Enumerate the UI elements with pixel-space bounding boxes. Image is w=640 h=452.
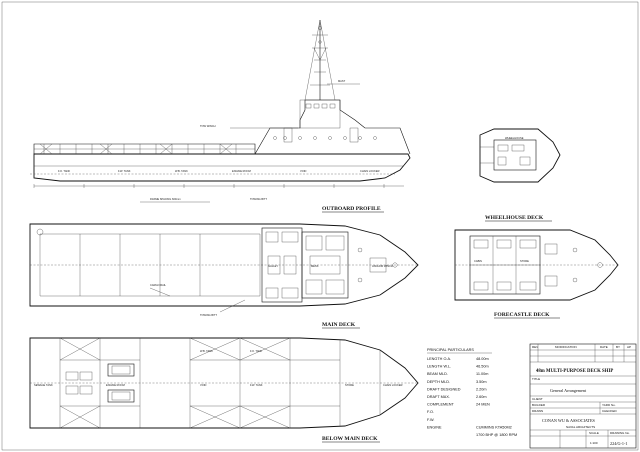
drawing-no-value: 224/G-1-1 xyxy=(610,441,627,446)
outboard-profile-title: OUTBOARD PROFILE xyxy=(322,206,381,212)
pp-row-label: DEPTH MLD. xyxy=(427,380,450,384)
main-deck-plan: MESS GALLEY ANCHOR WINCH CARGO RAIL TOWI… xyxy=(29,223,419,329)
frame-spacing-note: FRAME SPACING 600mm xyxy=(150,197,181,201)
below-main-deck-title: BELOW MAIN DECK xyxy=(322,436,378,442)
pp-row-value: 46.50m xyxy=(476,365,489,369)
pp-row-label: F.W. xyxy=(427,418,434,422)
main-deck-galley-label: GALLEY xyxy=(268,264,278,268)
below-void-label: VOID xyxy=(200,383,206,387)
yard-no-label: YARD No. xyxy=(602,403,616,407)
engine-room-label: ENGINE ROOM xyxy=(106,383,125,387)
pp-row-value: 48.00m xyxy=(476,357,489,361)
pp-row-label: BEAM MLD. xyxy=(427,372,448,376)
profile-chain-locker-label: CHAIN LOCKER xyxy=(360,169,380,173)
pp-heading: PRINCIPAL PARTICULARS xyxy=(427,348,474,352)
wheelhouse-deck: WHEELHOUSE WHEELHOUSE DECK xyxy=(479,128,561,222)
forecastle-cabin-label: CABIN xyxy=(474,259,482,263)
forecastle-store-label: STORE xyxy=(520,259,529,263)
profile-fw-tank-label: F.W. TANK xyxy=(118,169,131,173)
profile-wb-tank-label: W.B. TANK xyxy=(175,169,188,173)
firm-sub: NAVAL ARCHITECTS xyxy=(566,425,595,429)
mast-note: MAST xyxy=(338,79,346,83)
drawing-no-label: DRAWING No. xyxy=(610,431,630,435)
scale-label: SCALE xyxy=(589,431,599,435)
below-store-label: STORE xyxy=(345,383,354,387)
main-deck-winch-label: ANCHOR WINCH xyxy=(372,264,393,268)
below-wb-tank-label: W.B. TANK xyxy=(200,349,213,353)
builder-label: BUILDER xyxy=(532,403,546,407)
rev-col-by: BY xyxy=(616,345,620,349)
profile-fo-tank-label: F.O. TANK xyxy=(58,169,70,173)
pp-row-value: CUMMINS KTA50M2 xyxy=(476,425,512,429)
below-fo-tank-label: F.O. TANK xyxy=(250,349,262,353)
firm-name: CONAN WU & ASSOCIATES xyxy=(542,418,596,423)
scale-value: 1:100 xyxy=(590,441,598,445)
pp-row-label: DRAFT MAX. xyxy=(427,395,450,399)
wheelhouse-label: WHEELHOUSE xyxy=(505,136,524,140)
rev-col-rev: REV xyxy=(532,345,538,349)
pp-row-value: 11.00m xyxy=(476,372,488,376)
main-deck-mess-label: MESS xyxy=(311,264,319,268)
client-label: CLIENT xyxy=(532,397,543,401)
pp-row-value: 1700 BHP @ 1800 RPM xyxy=(476,433,517,437)
forecastle-deck-plan: CABIN STORE FORECASTLE DECK xyxy=(454,229,619,319)
forecastle-deck-title: FORECASTLE DECK xyxy=(494,312,550,318)
pp-row-label: DRAFT DESIGNED xyxy=(427,387,461,391)
profile-engine-room-label: ENGINE ROOM xyxy=(232,169,251,173)
main-deck-towing-bitt-label: TOWING BITT xyxy=(200,313,217,317)
pp-row-label: ENGINE xyxy=(427,425,442,429)
pp-row-value: 3.50m xyxy=(476,380,487,384)
cargo-rail-note: CARGO RAIL xyxy=(150,283,167,287)
drawn-label: DRAWN xyxy=(532,409,543,413)
wheelhouse-deck-title: WHEELHOUSE DECK xyxy=(485,215,544,221)
pp-row-value: 2.60m xyxy=(476,395,487,399)
rev-col-ap: AP xyxy=(627,345,631,349)
rev-col-date: DATE xyxy=(600,345,608,349)
drawing-title: General Arrangement xyxy=(550,388,587,393)
below-main-deck-plan: ENGINE ROOM W.B. TANK F.O. TANK VOID F.W… xyxy=(29,337,419,443)
below-sewage-label: SEWAGE TANK xyxy=(34,383,53,387)
title-block: REV MODIFICATION DATE BY AP 48m MULTI-PU… xyxy=(529,343,637,449)
title-label: TITLE xyxy=(532,377,540,381)
checked-label: CHECKED xyxy=(602,409,618,413)
pp-row-value: 2.20m xyxy=(476,387,487,391)
principal-particulars: PRINCIPAL PARTICULARS LENGTH O.A. 48.00mL… xyxy=(427,348,517,437)
towing-bitt-note: TOWING BITT xyxy=(250,197,267,201)
main-deck-title: MAIN DECK xyxy=(322,322,356,328)
tow-winch-note: TOW WINCH xyxy=(200,124,216,128)
pp-row-label: F.O. xyxy=(427,410,434,414)
pp-row-label: LENGTH W.L. xyxy=(427,365,451,369)
profile-void-label: VOID xyxy=(300,169,306,173)
outboard-profile: MAST TOW WINCH F.O. TANK F.W. TANK W.B. … xyxy=(30,19,411,213)
below-fw-tank-label: F.W. TANK xyxy=(250,383,263,387)
below-chain-locker-label: CHAIN LOCKER xyxy=(383,383,403,387)
pp-row-label: COMPLEMENT xyxy=(427,403,454,407)
pp-row-value: 24 MEN xyxy=(476,403,490,407)
rev-col-modification: MODIFICATION xyxy=(555,345,577,349)
ship-name: 48m MULTI-PURPOSE DECK SHIP xyxy=(536,369,613,374)
pp-row-label: LENGTH O.A. xyxy=(427,357,451,361)
